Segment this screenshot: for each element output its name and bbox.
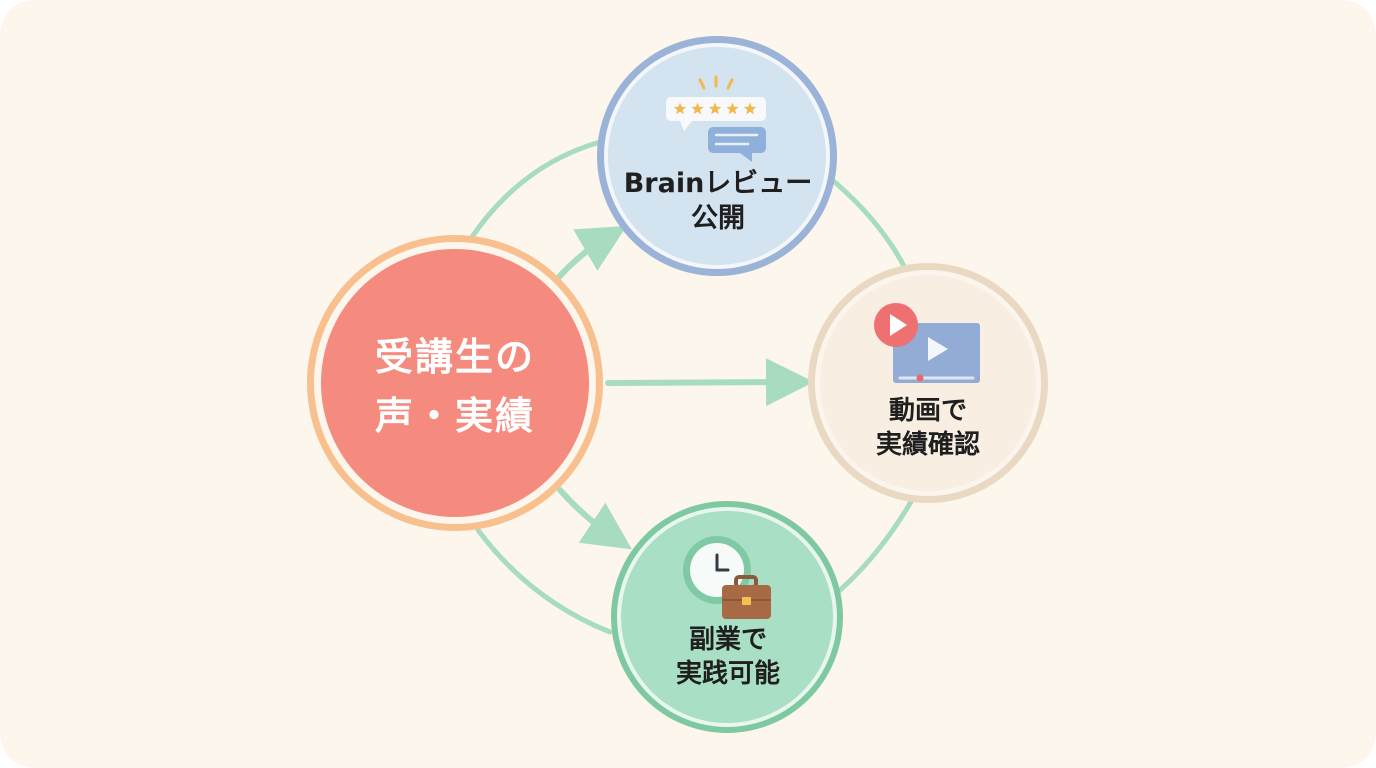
cycle-arc-bottom-left [475, 527, 613, 635]
review-label-line2: 公開 [691, 203, 745, 235]
clock-briefcase-icon [683, 536, 771, 619]
rating-star-icon [726, 102, 739, 115]
rating-star-icon [708, 102, 722, 115]
side-job-node-label: 副業で 実践可能 [612, 624, 844, 692]
video-label-line1: 動画で [888, 396, 967, 426]
arrow-to-review [555, 225, 627, 281]
center-label-line1: 受講生の [374, 335, 535, 379]
arrow-to-side-job [557, 487, 632, 550]
rating-star-icon [691, 102, 704, 115]
review-node-label: Brainレビュー 公開 [598, 166, 838, 236]
center-node-label: 受講生の 声・実績 [355, 328, 555, 446]
center-node [307, 235, 603, 531]
cycle-arc-left-top [467, 139, 603, 243]
side-job-label-line2: 実践可能 [675, 658, 780, 689]
rating-star-icon [673, 102, 687, 115]
rating-star-icon [743, 102, 757, 115]
video-node-label: 動画で 実績確認 [812, 395, 1044, 463]
arrow-to-video [605, 358, 814, 407]
video-player-icon [874, 303, 980, 383]
cycle-arc-top-right [827, 175, 908, 271]
review-label-line1: Brainレビュー [623, 168, 813, 199]
video-label-line2: 実績確認 [875, 429, 980, 460]
review-node [597, 36, 837, 276]
side-job-label-line1: 副業で [688, 625, 767, 655]
center-label-line2: 声・実績 [374, 393, 535, 438]
review-stars-chat-icon [666, 75, 766, 162]
cycle-arc-right-bottom [835, 497, 915, 595]
